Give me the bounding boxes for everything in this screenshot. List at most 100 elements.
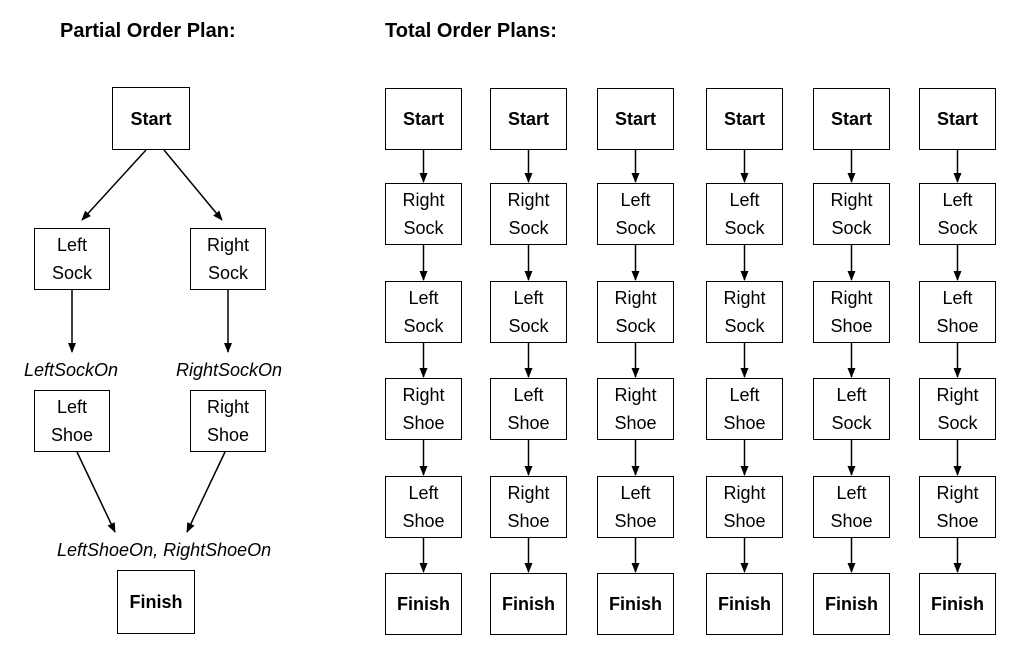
node-label-line: Shoe [50, 425, 94, 445]
node-label-line: Finish [609, 594, 662, 614]
arrow-left-shoe-to-finish [76, 451, 116, 533]
node-label-line: Finish [718, 594, 771, 614]
node-label-line: Right [614, 385, 657, 405]
node-label-line: Sock [615, 316, 656, 336]
plan-4-step-1: Start [706, 88, 783, 150]
partial-order-title: Partial Order Plan: [60, 20, 236, 42]
plan-2-step-1: Start [490, 88, 567, 150]
plan-6-step-6: Finish [919, 573, 996, 635]
node-label-line: Finish [397, 594, 450, 614]
node-label-line: Left [513, 288, 544, 308]
arrow-right-shoe-to-finish [186, 451, 226, 533]
plan-5-step-1: Start [813, 88, 890, 150]
node-label-line: Left [620, 483, 651, 503]
plan-1-step-1: Start [385, 88, 462, 150]
node-label-line: Right [936, 483, 979, 503]
node-label-line: Sock [937, 218, 978, 238]
arrow-start-to-right-sock [163, 149, 223, 221]
node-label-line: Sock [937, 413, 978, 433]
node-label-line: Shoe [507, 413, 550, 433]
plan-1-step-6: Finish [385, 573, 462, 635]
node-label-line: Sock [403, 218, 444, 238]
node-label-line: Right [936, 385, 979, 405]
partial-finish-label: Finish [129, 592, 183, 612]
node-label-line: Shoe [614, 511, 657, 531]
left-sock-on-condition: LeftSockOn [24, 360, 119, 380]
node-label-line: Left [56, 235, 88, 255]
node-label-line: Sock [831, 218, 872, 238]
node-label-line: Finish [931, 594, 984, 614]
node-label-line: Finish [502, 594, 555, 614]
node-label-line: Left [513, 385, 544, 405]
partial-start-label: Start [130, 108, 172, 129]
node-label-line: Right [830, 288, 873, 308]
node-label-line: Shoe [830, 316, 873, 336]
arrow-start-to-left-sock [81, 149, 147, 221]
node-label-line: Left [408, 483, 439, 503]
node-label-line: Sock [508, 218, 549, 238]
node-label-line: Right [507, 483, 550, 503]
plan-4-step-6: Finish [706, 573, 783, 635]
node-label-line: Left [942, 190, 973, 210]
node-label-line: Shoe [206, 425, 250, 445]
node-label-line: Right [206, 397, 250, 417]
node-label-line: Right [723, 483, 766, 503]
node-label-line: Start [614, 109, 656, 129]
partial-start-node: Start [112, 87, 190, 150]
node-label-line: Right [830, 190, 873, 210]
node-label-line: Finish [825, 594, 878, 614]
node-label-line: Sock [831, 413, 872, 433]
node-label-line: Shoe [723, 511, 766, 531]
node-label-line: Right [507, 190, 550, 210]
node-label-line: Right [723, 288, 766, 308]
plan-5-step-6: Finish [813, 573, 890, 635]
node-label-line: Left [408, 288, 439, 308]
plan-3-step-6: Finish [597, 573, 674, 635]
node-label-line: Start [402, 109, 444, 129]
shoes-on-condition: LeftShoeOn, RightShoeOn [57, 540, 272, 560]
plan-6-step-1: Start [919, 88, 996, 150]
node-label-line: Sock [724, 218, 765, 238]
node-label-line: Shoe [402, 413, 445, 433]
node-label-line: Shoe [402, 511, 445, 531]
node-label-line: Shoe [830, 511, 873, 531]
node-label-line: Start [507, 109, 549, 129]
node-label-line: Start [723, 109, 765, 129]
plan-3-step-1: Start [597, 88, 674, 150]
partial-right-sock-node: Right Sock [190, 228, 266, 290]
node-label-line: Right [402, 385, 445, 405]
node-label-line: Sock [403, 316, 444, 336]
node-label-line: Left [56, 397, 88, 417]
node-label-line: Sock [51, 263, 93, 283]
node-label-line: Shoe [936, 511, 979, 531]
node-label-line: Right [402, 190, 445, 210]
node-label-line: Shoe [723, 413, 766, 433]
node-label-line: Left [620, 190, 651, 210]
node-label-line: Shoe [507, 511, 550, 531]
node-label-line: Shoe [614, 413, 657, 433]
node-label-line: Right [206, 235, 250, 255]
node-label-line: Start [830, 109, 872, 129]
plan-2-step-6: Finish [490, 573, 567, 635]
node-label-line: Left [942, 288, 973, 308]
node-label-line: Start [936, 109, 978, 129]
